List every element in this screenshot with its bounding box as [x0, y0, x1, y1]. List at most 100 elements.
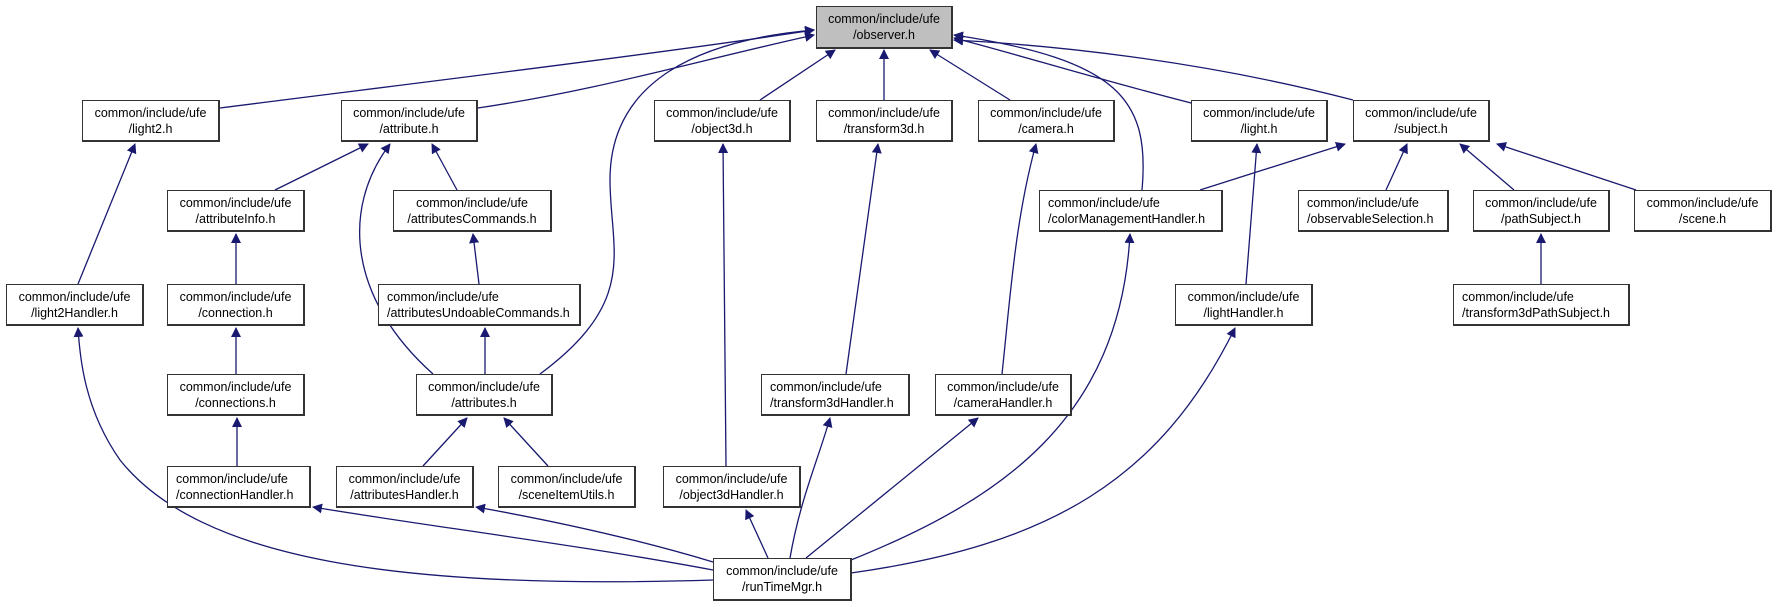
node-connection[interactable]: common/include/ufe /connection.h [167, 284, 305, 326]
node-label-line1: common/include/ufe [1048, 195, 1160, 210]
node-label-line1: common/include/ufe [179, 379, 292, 394]
node-label-line1: common/include/ufe [1307, 195, 1419, 210]
node-label-line2: /lightHandler.h [1203, 305, 1284, 320]
node-label-line2: /light2Handler.h [31, 305, 118, 320]
edge-runTimeMgr-to-cameraHandler [805, 417, 979, 559]
node-attributeInfo[interactable]: common/include/ufe /attributeInfo.h [167, 190, 305, 232]
node-label-line1: common/include/ufe [675, 471, 788, 486]
node-label-line2: /object3d.h [691, 121, 753, 136]
node-observer[interactable]: common/include/ufe /observer.h [816, 6, 953, 49]
node-label-line2: /observableSelection.h [1307, 211, 1434, 226]
edge-attributesUndoableCommands-to-attributesCommands [469, 233, 480, 285]
edge-colorManagementHandler-to-observer [953, 31, 1144, 191]
node-label-line2: /runTimeMgr.h [741, 580, 823, 594]
node-label-line2: /attributesCommands.h [407, 211, 537, 226]
edge-colorManagementHandler-to-subject [1199, 141, 1346, 191]
node-transform3dPathSubject[interactable]: common/include/ufe /transform3dPathSubje… [1453, 284, 1630, 326]
node-connectionHandler[interactable]: common/include/ufe /connectionHandler.h [167, 466, 311, 508]
node-label-line1: common/include/ufe [1462, 289, 1574, 304]
edge-attributes-to-observer [539, 25, 815, 375]
node-attributesHandler[interactable]: common/include/ufe /attributesHandler.h [336, 466, 474, 508]
node-label-line1: common/include/ufe [348, 471, 461, 486]
node-label-line1: common/include/ufe [510, 471, 623, 486]
node-label-line2: /colorManagementHandler.h [1048, 211, 1206, 226]
node-label-line1: common/include/ufe [828, 12, 940, 26]
edge-light2-to-observer [219, 26, 815, 109]
node-label-line2: /attributes.h [451, 395, 517, 410]
node-label-line1: common/include/ufe [666, 105, 778, 120]
edge-attributesCommands-to-attribute [431, 143, 458, 191]
edge-object3dHandler-to-object3d [718, 143, 729, 467]
node-label-line2: /scene.h [1678, 211, 1727, 226]
node-label-line2: /attributeInfo.h [195, 211, 276, 226]
node-label-line2: /light2.h [128, 121, 173, 136]
node-label-line2: /camera.h [1018, 121, 1074, 136]
node-subject[interactable]: common/include/ufe /subject.h [1353, 100, 1490, 142]
node-label-line1: common/include/ufe [176, 471, 288, 486]
edge-light-to-observer [953, 35, 1196, 105]
node-colorManagementHandler[interactable]: common/include/ufe /colorManagementHandl… [1039, 190, 1223, 232]
node-label-line2: /object3dHandler.h [679, 487, 784, 502]
node-attributes[interactable]: common/include/ufe /attributes.h [416, 374, 553, 416]
node-label-line2: /attribute.h [379, 121, 439, 136]
node-scene[interactable]: common/include/ufe /scene.h [1634, 190, 1772, 232]
node-label-line1: common/include/ufe [770, 379, 882, 394]
edge-cameraHandler-to-camera [1001, 143, 1039, 375]
edge-attributesHandler-to-attributes [422, 417, 468, 467]
node-label-line1: common/include/ufe [18, 289, 131, 304]
node-label-line2: /transform3dHandler.h [770, 395, 894, 410]
node-label-line1: common/include/ufe [1485, 195, 1597, 210]
node-label-line2: /attributesHandler.h [350, 487, 459, 502]
node-lightHandler[interactable]: common/include/ufe /lightHandler.h [1175, 284, 1313, 326]
edge-attribute-to-observer [477, 32, 815, 109]
edge-runTimeMgr-to-lightHandler [850, 327, 1236, 574]
edge-camera-to-observer [929, 49, 1011, 101]
node-label-line1: common/include/ufe [1365, 105, 1477, 120]
node-label-line1: common/include/ufe [726, 564, 838, 578]
node-transform3d[interactable]: common/include/ufe /transform3d.h [816, 100, 953, 142]
edge-runTimeMgr-to-transform3dHandler [789, 417, 833, 559]
node-label-line1: common/include/ufe [94, 105, 207, 120]
node-label-line2: /sceneItemUtils.h [518, 487, 615, 502]
node-runTimeMgr[interactable]: common/include/ufe /runTimeMgr.h [713, 558, 852, 601]
node-camera[interactable]: common/include/ufe /camera.h [978, 100, 1115, 142]
node-light2Handler[interactable]: common/include/ufe /light2Handler.h [6, 284, 144, 326]
edge-subject-to-observer [953, 35, 1354, 101]
edge-attributeInfo-to-attribute [274, 143, 369, 191]
edge-scene-to-subject [1496, 142, 1637, 191]
node-object3d[interactable]: common/include/ufe /object3d.h [654, 100, 791, 142]
node-label-line2: /attributesUndoableCommands.h [387, 305, 570, 320]
node-light[interactable]: common/include/ufe /light.h [1191, 100, 1328, 142]
node-label-line1: common/include/ufe [179, 195, 292, 210]
node-label-line1: common/include/ufe [1203, 105, 1315, 120]
edge-runTimeMgr-to-light2Handler [73, 327, 714, 583]
node-label-line1: common/include/ufe [990, 105, 1102, 120]
node-object3dHandler[interactable]: common/include/ufe /object3dHandler.h [663, 466, 801, 508]
node-light2[interactable]: common/include/ufe /light2.h [82, 100, 220, 142]
node-sceneItemUtils[interactable]: common/include/ufe /sceneItemUtils.h [498, 466, 636, 508]
node-attributesCommands[interactable]: common/include/ufe /attributesCommands.h [393, 190, 552, 232]
node-label-line1: common/include/ufe [947, 379, 1059, 394]
node-label-line1: common/include/ufe [428, 379, 540, 394]
node-label-line1: common/include/ufe [387, 289, 499, 304]
node-label-line2: /pathSubject.h [1501, 211, 1581, 226]
node-cameraHandler[interactable]: common/include/ufe /cameraHandler.h [935, 374, 1072, 416]
node-attributesUndoableCommands[interactable]: common/include/ufe /attributesUndoableCo… [378, 284, 581, 326]
node-connections[interactable]: common/include/ufe /connections.h [167, 374, 305, 416]
node-observableSelection[interactable]: common/include/ufe /observableSelection.… [1298, 190, 1449, 232]
edge-sceneItemUtils-to-attributes [503, 417, 549, 467]
node-pathSubject[interactable]: common/include/ufe /pathSubject.h [1473, 190, 1610, 232]
node-label-line1: common/include/ufe [416, 195, 528, 210]
node-label-line2: /cameraHandler.h [953, 395, 1053, 410]
edge-observableSelection-to-subject [1385, 143, 1408, 191]
edge-attributes-to-attribute [359, 143, 434, 375]
node-transform3dHandler[interactable]: common/include/ufe /transform3dHandler.h [761, 374, 910, 416]
node-label-line1: common/include/ufe [1187, 289, 1300, 304]
node-label-line2: /observer.h [853, 28, 915, 42]
node-label-line1: common/include/ufe [1646, 195, 1759, 210]
node-label-line2: /connection.h [198, 305, 273, 320]
node-label-line1: common/include/ufe [828, 105, 940, 120]
node-attribute[interactable]: common/include/ufe /attribute.h [341, 100, 478, 142]
node-label-line2: /light.h [1240, 121, 1278, 136]
